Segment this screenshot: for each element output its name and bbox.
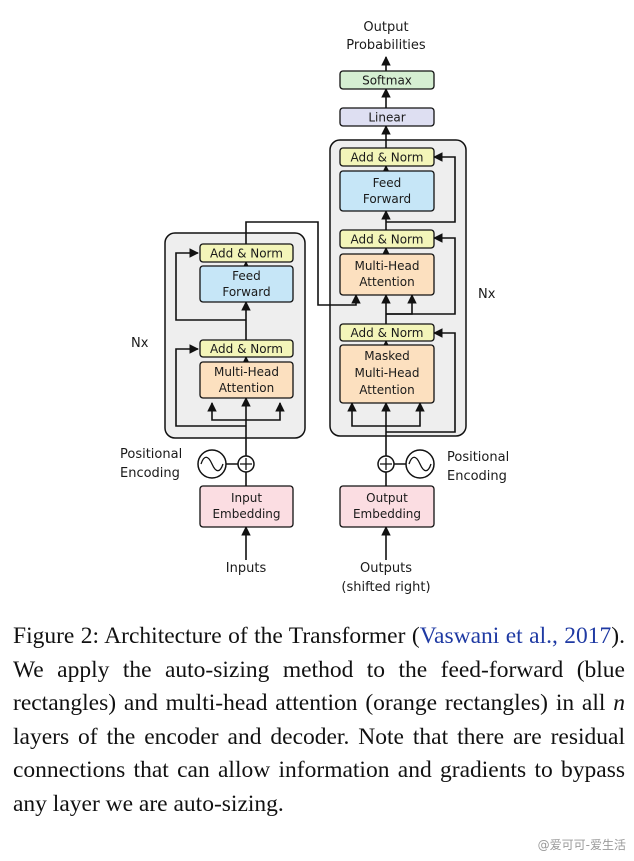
decoder-positional-label-1: Positional [447, 450, 509, 465]
decoder-positional-label-2: Encoding [447, 469, 507, 484]
encoder-multi-head-label-2: Attention [219, 381, 274, 395]
encoder-add-norm-1-label: Add & Norm [210, 342, 283, 356]
decoder-add-norm-2-label: Add & Norm [351, 233, 424, 247]
encoder-multi-head-label-1: Multi-Head [214, 365, 279, 379]
input-embedding-block [199, 485, 294, 528]
watermark: @爱可可-爱生活 [537, 838, 626, 852]
encoder-nx-label: Nx [131, 336, 149, 351]
decoder-add-norm-3-label: Add & Norm [351, 151, 424, 165]
linear-block [339, 107, 435, 127]
caption-italic-n: n [613, 690, 625, 716]
output-probabilities-label-2: Probabilities [346, 38, 426, 53]
decoder-add-norm-1-label: Add & Norm [351, 326, 424, 340]
encoder-add-norm-1 [199, 339, 294, 358]
decoder-sine-wave [408, 456, 432, 472]
figure-caption: Figure 2: Architecture of the Transforme… [13, 620, 625, 821]
output-probabilities-label-1: Output [363, 20, 408, 35]
decoder-masked-label-3: Attention [359, 383, 414, 397]
decoder-add-norm-3 [339, 147, 435, 167]
inputs-label: Inputs [226, 561, 267, 576]
encoder-feed-forward-label-1: Feed [232, 269, 261, 283]
caption-citation-link[interactable]: Vaswani et al., 2017 [419, 623, 612, 649]
decoder-multi-head-label-2: Attention [359, 275, 414, 289]
decoder-plus-icon [380, 458, 392, 470]
decoder-multi-head-attention [339, 253, 435, 296]
encoder-feed-forward-label-2: Forward [222, 285, 270, 299]
encoder-multi-head-attention [199, 361, 294, 399]
decoder-add-norm-2 [339, 229, 435, 249]
output-embedding-label-2: Embedding [353, 507, 421, 521]
decoder-feed-forward-label-2: Forward [363, 192, 411, 206]
output-embedding-label-1: Output [366, 491, 408, 505]
caption-middle: ). We apply the auto-sizing method to th… [13, 623, 625, 716]
softmax-block [339, 70, 435, 90]
encoder-add-norm-2-label: Add & Norm [210, 247, 283, 261]
encoder-sine-wave [200, 456, 224, 472]
decoder-multi-head-label-1: Multi-Head [354, 259, 419, 273]
decoder-feed-forward [339, 170, 435, 212]
softmax-label: Softmax [362, 74, 412, 88]
output-embedding-block [339, 485, 435, 528]
outputs-label-1: Outputs [360, 561, 412, 576]
encoder-positional-label-1: Positional [120, 447, 182, 462]
input-embedding-label-2: Embedding [212, 507, 280, 521]
encoder-stack [164, 232, 306, 439]
transformer-diagram: Output Probabilities [120, 20, 509, 595]
caption-prefix: Figure 2: Architecture of the Transforme… [13, 623, 420, 649]
outputs-label-2: (shifted right) [341, 580, 430, 595]
encoder-add-norm-2 [199, 243, 294, 263]
decoder-masked-attention [339, 344, 435, 404]
input-embedding-label-1: Input [231, 491, 262, 505]
decoder-masked-label-1: Masked [364, 349, 409, 363]
decoder-nx-label: Nx [478, 287, 496, 302]
encoder-feed-forward [199, 265, 294, 303]
encoder-positional-label-2: Encoding [120, 466, 180, 481]
encoder-plus-icon [240, 458, 252, 470]
decoder-feed-forward-label-1: Feed [373, 176, 402, 190]
decoder-add-norm-1 [339, 323, 435, 342]
decoder-masked-label-2: Multi-Head [354, 366, 419, 380]
linear-label: Linear [368, 111, 405, 125]
caption-suffix: layers of the encoder and decoder. Note … [13, 723, 625, 817]
